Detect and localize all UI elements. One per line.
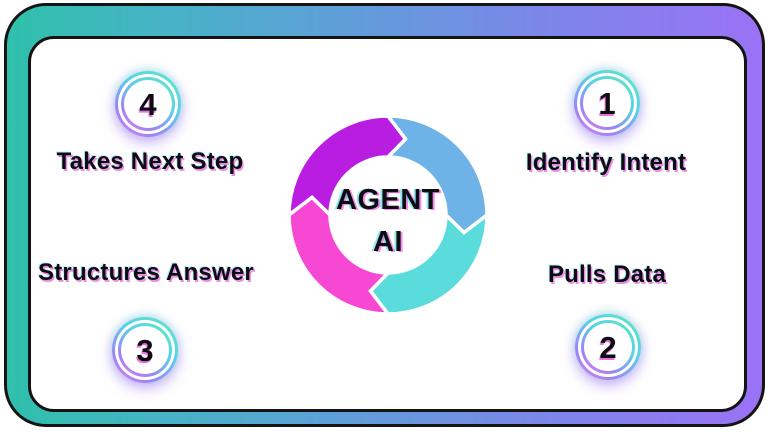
center-title: AGENT AI — [278, 179, 498, 263]
step-circle-3-inner-ring: 3 — [118, 323, 172, 377]
step-label-identify-intent: Identify Intent — [525, 149, 687, 176]
agent-cycle-ring — [287, 114, 489, 316]
step-number-4: 4 — [139, 86, 157, 122]
step-number-3: 3 — [136, 332, 154, 368]
step-circle-1-core: 1 — [583, 79, 631, 127]
step-circle-4-gap: 4 — [118, 74, 178, 134]
step-circle-2: 2 — [575, 314, 641, 380]
center-title-line2: AI — [373, 226, 403, 258]
step-circle-1-gap: 1 — [577, 73, 637, 133]
step-circle-3-gap: 3 — [115, 320, 175, 380]
segment-arrow-pink — [287, 195, 393, 316]
step-number-2: 2 — [599, 329, 617, 365]
step-circle-2-core: 2 — [584, 323, 632, 371]
step-circle-4-inner-ring: 4 — [121, 77, 175, 131]
step-circle-4: 4 — [115, 71, 181, 137]
step-circle-3: 3 — [112, 317, 178, 383]
step-number-1: 1 — [598, 85, 616, 121]
step-circle-3-core: 3 — [121, 326, 169, 374]
step-circle-1-inner-ring: 1 — [580, 76, 634, 130]
step-label-structures-answer: Structures Answer — [38, 259, 254, 286]
step-circle-1: 1 — [574, 70, 640, 136]
center-title-line1: AGENT — [336, 184, 440, 216]
step-label-takes-next-step: Takes Next Step — [56, 148, 244, 175]
step-circle-2-gap: 2 — [578, 317, 638, 377]
step-circle-2-inner-ring: 2 — [581, 320, 635, 374]
step-label-pulls-data: Pulls Data — [547, 261, 667, 288]
step-circle-4-core: 4 — [124, 80, 172, 128]
